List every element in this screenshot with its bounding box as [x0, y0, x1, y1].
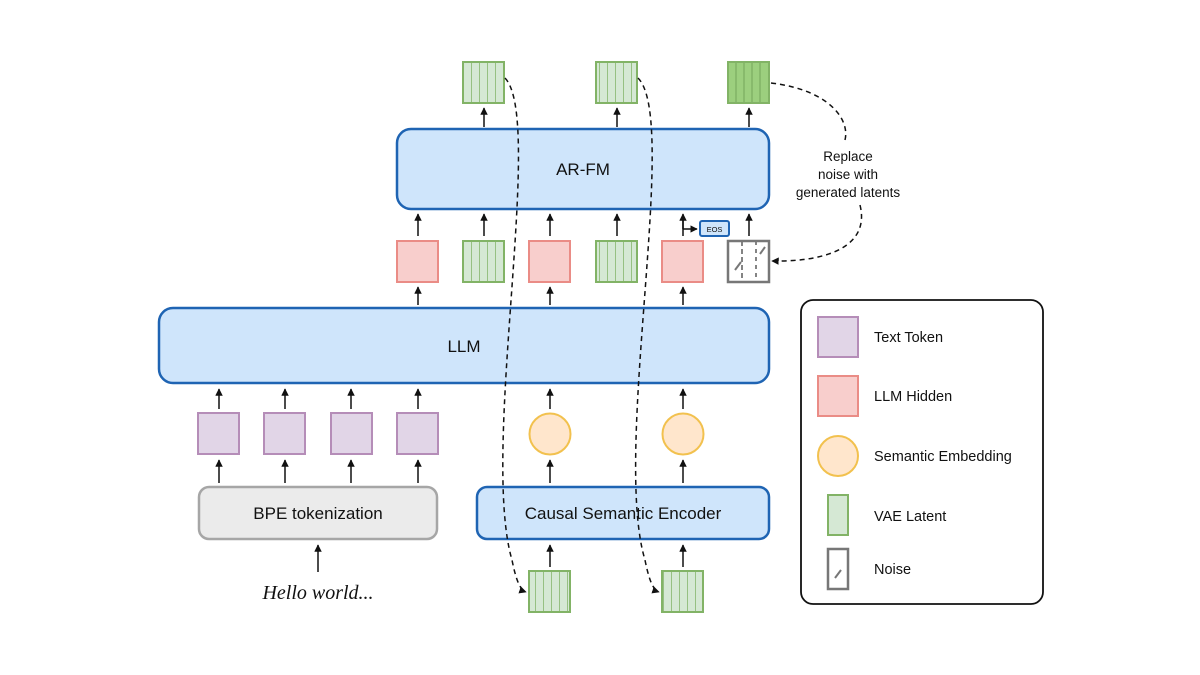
legend-vae-latent-label: VAE Latent — [874, 509, 946, 525]
output-vae-latent-1 — [462, 61, 505, 104]
feedback-curve-noise — [771, 82, 863, 261]
legend-vae-latent-swatch — [827, 494, 849, 536]
input-vae-latent-1 — [462, 240, 505, 283]
llm-label: LLM — [447, 337, 480, 356]
noise-latent — [726, 239, 771, 284]
legend-text-token-swatch — [817, 316, 859, 358]
annotation-line-1: Replace — [823, 149, 873, 164]
text-token-4 — [396, 412, 439, 455]
semantic-embedding-2 — [661, 412, 705, 456]
output-vae-latent-3 — [727, 61, 770, 104]
legend-text-token-label: Text Token — [874, 330, 943, 346]
causal-semantic-encoder-label: Causal Semantic Encoder — [525, 504, 722, 523]
eos-badge — [699, 220, 730, 237]
output-vae-latent-2 — [595, 61, 638, 104]
causal-semantic-encoder-block — [475, 485, 771, 541]
legend-semantic-embedding-swatch — [817, 435, 859, 477]
llm-block — [157, 306, 771, 385]
legend-semantic-embedding-label: Semantic Embedding — [874, 449, 1012, 465]
annotation-line-2: noise with — [818, 167, 878, 182]
llm-hidden-2 — [528, 240, 571, 283]
eos-label: EOS — [707, 225, 723, 234]
feedback-curve-2 — [634, 77, 660, 594]
bpe-tokenization-block — [197, 485, 439, 541]
legend-box — [800, 299, 1044, 605]
bpe-tokenization-label: BPE tokenization — [253, 504, 382, 523]
text-token-3 — [330, 412, 373, 455]
legend-llm-hidden-swatch — [817, 375, 859, 417]
text-token-1 — [197, 412, 240, 455]
annotation-line-3: generated latents — [796, 185, 901, 200]
input-vae-latent-2 — [595, 240, 638, 283]
ar-fm-block — [395, 127, 771, 211]
semantic-embedding-1 — [528, 412, 572, 456]
input-text: Hello world... — [261, 582, 373, 604]
text-token-2 — [263, 412, 306, 455]
legend-noise-label: Noise — [874, 562, 911, 578]
encoder-input-vae-latent-2 — [661, 570, 704, 613]
legend-llm-hidden-label: LLM Hidden — [874, 389, 952, 405]
llm-hidden-1 — [396, 240, 439, 283]
llm-hidden-3 — [661, 240, 704, 283]
legend-noise-swatch — [826, 547, 850, 591]
feedback-curve-1 — [502, 77, 527, 594]
ar-fm-label: AR-FM — [556, 160, 610, 179]
encoder-input-vae-latent-1 — [528, 570, 571, 613]
